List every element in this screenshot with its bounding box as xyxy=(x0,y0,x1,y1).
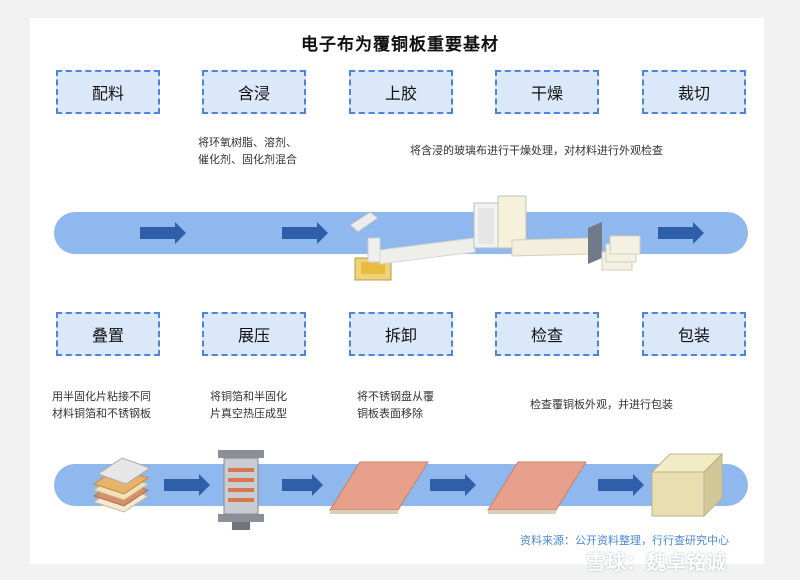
laminate-stack-icon xyxy=(92,457,152,513)
step-impregnate: 含浸 xyxy=(202,70,306,114)
desc-dry: 将含浸的玻璃布进行干燥处理，对材料进行外观检查 xyxy=(410,144,663,157)
step-disassemble: 拆卸 xyxy=(349,312,453,356)
desc-inspect: 检查覆铜板外观，并进行包装 xyxy=(530,398,673,411)
flow-arrow-icon xyxy=(430,474,476,496)
diagram-title: 电子布为覆铜板重要基材 xyxy=(301,35,499,55)
flow-arrow-icon xyxy=(598,474,644,496)
flow-arrow-icon xyxy=(658,222,704,244)
dryer-icon xyxy=(473,195,593,257)
copper-clad-board-icon xyxy=(487,461,587,514)
step-cut: 裁切 xyxy=(642,70,746,114)
step-batching: 配料 xyxy=(56,70,160,114)
desc-stack: 用半固化片粘接不同 材料铜箔和不锈钢板 xyxy=(52,390,151,420)
flow-arrow-icon xyxy=(140,222,186,244)
gluing-machine-icon xyxy=(349,211,476,281)
source-note: 资料来源：公开资料整理，行行查研究中心 xyxy=(520,534,729,547)
step-package: 包装 xyxy=(642,312,746,356)
flow-arrow-icon xyxy=(164,474,210,496)
cutter-icon xyxy=(588,222,641,271)
watermark: 雪球：魏卓铭诚 xyxy=(586,550,726,574)
desc-impregnate: 将环氧树脂、溶剂、 催化剂、固化剂混合 xyxy=(198,136,297,166)
hot-press-icon xyxy=(218,450,264,530)
copper-clad-board-icon xyxy=(329,461,429,514)
flow-arrow-icon xyxy=(282,474,323,496)
step-inspect: 检查 xyxy=(495,312,599,356)
step-stack: 叠置 xyxy=(56,312,160,356)
step-dry: 干燥 xyxy=(495,70,599,114)
package-box-icon xyxy=(650,452,724,518)
desc-disassemble: 将不锈钢盘从覆 铜板表面移除 xyxy=(357,390,434,420)
step-glue: 上胶 xyxy=(349,70,453,114)
desc-press: 将铜箔和半固化 片真空热压成型 xyxy=(210,390,287,420)
step-press: 展压 xyxy=(202,312,306,356)
flow-arrow-icon xyxy=(282,222,328,244)
